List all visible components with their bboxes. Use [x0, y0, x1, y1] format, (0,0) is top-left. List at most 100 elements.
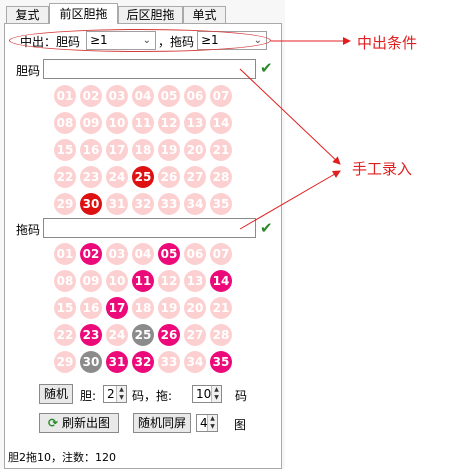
dan-ball-14[interactable]: 14 — [210, 112, 232, 134]
dan-ball-23[interactable]: 23 — [80, 166, 102, 188]
dan-ball-34[interactable]: 34 — [184, 193, 206, 215]
tuo-input[interactable] — [43, 218, 256, 238]
dan-ball-13[interactable]: 13 — [184, 112, 206, 134]
tuo-ball-10[interactable]: 10 — [106, 270, 128, 292]
dan-label: 胆码 — [16, 64, 41, 78]
random-button[interactable]: 随机 — [39, 384, 73, 404]
dan-ball-03[interactable]: 03 — [106, 85, 128, 107]
tuo-ball-15[interactable]: 15 — [54, 297, 76, 319]
dan-ball-22[interactable]: 22 — [54, 166, 76, 188]
tuo-ball-19[interactable]: 19 — [158, 297, 180, 319]
random-ma-label: 码 — [235, 389, 248, 403]
tuo-condition-select[interactable]: ≥1 ⌄ — [197, 31, 267, 50]
dan-ball-25[interactable]: 25 — [132, 166, 154, 188]
tuo-ball-29[interactable]: 29 — [54, 351, 76, 373]
dan-ball-15[interactable]: 15 — [54, 139, 76, 161]
dan-ball-16[interactable]: 16 — [80, 139, 102, 161]
dan-ball-11[interactable]: 11 — [132, 112, 154, 134]
dan-ball-31[interactable]: 31 — [106, 193, 128, 215]
dan-ball-30[interactable]: 30 — [80, 193, 102, 215]
random-same-screen-button[interactable]: 随机同屏 — [133, 413, 191, 433]
tuo-ball-17[interactable]: 17 — [106, 297, 128, 319]
dan-ball-02[interactable]: 02 — [80, 85, 102, 107]
dan-ball-28[interactable]: 28 — [210, 166, 232, 188]
stepper-arrows-icon[interactable]: ▲▼ — [211, 386, 221, 402]
tuo-ball-02[interactable]: 02 — [80, 243, 102, 265]
lottery-panel: 复式 前区胆拖 后区胆拖 单式 中出：胆码 ≥1 ⌄ ，拖码 ≥1 ⌄ 胆码 ✔… — [4, 3, 282, 469]
stepper-arrows-icon[interactable]: ▲▼ — [207, 415, 217, 431]
tuo-ball-26[interactable]: 26 — [158, 324, 180, 346]
dan-ball-12[interactable]: 12 — [158, 112, 180, 134]
tuo-ball-07[interactable]: 07 — [210, 243, 232, 265]
dan-ball-24[interactable]: 24 — [106, 166, 128, 188]
dan-ball-06[interactable]: 06 — [184, 85, 206, 107]
dan-condition-select[interactable]: ≥1 ⌄ — [86, 31, 156, 50]
screens-count-value: 4 — [200, 416, 208, 430]
tuo-ball-23[interactable]: 23 — [80, 324, 102, 346]
tuo-ball-03[interactable]: 03 — [106, 243, 128, 265]
tuo-ball-35[interactable]: 35 — [210, 351, 232, 373]
tuo-ball-34[interactable]: 34 — [184, 351, 206, 373]
condition-tuo-label: ，拖码 — [158, 35, 195, 49]
tuo-ball-21[interactable]: 21 — [210, 297, 232, 319]
tuo-ball-18[interactable]: 18 — [132, 297, 154, 319]
screens-count-stepper[interactable]: 4 ▲▼ — [196, 414, 218, 432]
tuo-ball-11[interactable]: 11 — [132, 270, 154, 292]
dan-ball-04[interactable]: 04 — [132, 85, 154, 107]
dan-confirm-check-icon[interactable]: ✔ — [260, 59, 273, 77]
tuo-ball-12[interactable]: 12 — [158, 270, 180, 292]
dan-ball-01[interactable]: 01 — [54, 85, 76, 107]
tuo-confirm-check-icon[interactable]: ✔ — [260, 219, 273, 237]
dan-ball-07[interactable]: 07 — [210, 85, 232, 107]
tuo-ball-24[interactable]: 24 — [106, 324, 128, 346]
dan-ball-19[interactable]: 19 — [158, 139, 180, 161]
tuo-ball-01[interactable]: 01 — [54, 243, 76, 265]
dan-count-stepper[interactable]: 2 ▲▼ — [103, 385, 127, 403]
dan-ball-26[interactable]: 26 — [158, 166, 180, 188]
tuo-ball-06[interactable]: 06 — [184, 243, 206, 265]
tuo-ball-33[interactable]: 33 — [158, 351, 180, 373]
dan-count-value: 2 — [107, 387, 115, 401]
dan-ball-10[interactable]: 10 — [106, 112, 128, 134]
dan-ball-33[interactable]: 33 — [158, 193, 180, 215]
dan-ball-20[interactable]: 20 — [184, 139, 206, 161]
manual-input-annotation: 手工录入 — [352, 160, 413, 178]
dan-ball-32[interactable]: 32 — [132, 193, 154, 215]
tuo-ball-05[interactable]: 05 — [158, 243, 180, 265]
tuo-ball-32[interactable]: 32 — [132, 351, 154, 373]
dan-ball-21[interactable]: 21 — [210, 139, 232, 161]
random-dan-label: 胆: — [80, 389, 97, 403]
dan-input[interactable] — [43, 59, 256, 79]
tuo-ball-13[interactable]: 13 — [184, 270, 206, 292]
dan-ball-35[interactable]: 35 — [210, 193, 232, 215]
dan-ball-09[interactable]: 09 — [80, 112, 102, 134]
dan-ball-29[interactable]: 29 — [54, 193, 76, 215]
dan-ball-18[interactable]: 18 — [132, 139, 154, 161]
tuo-ball-27[interactable]: 27 — [184, 324, 206, 346]
tuo-condition-value: ≥1 — [201, 33, 219, 47]
tuo-ball-14[interactable]: 14 — [210, 270, 232, 292]
tuo-ball-22[interactable]: 22 — [54, 324, 76, 346]
tuo-ball-28[interactable]: 28 — [210, 324, 232, 346]
tab-back-dantuo[interactable]: 后区胆拖 — [118, 6, 183, 23]
tuo-ball-25[interactable]: 25 — [132, 324, 154, 346]
tuo-ball-20[interactable]: 20 — [184, 297, 206, 319]
dan-ball-27[interactable]: 27 — [184, 166, 206, 188]
tuo-count-stepper[interactable]: 10 ▲▼ — [192, 385, 222, 403]
tab-front-dantuo[interactable]: 前区胆拖 — [49, 3, 118, 24]
tuo-ball-04[interactable]: 04 — [132, 243, 154, 265]
tuo-ball-08[interactable]: 08 — [54, 270, 76, 292]
dan-ball-08[interactable]: 08 — [54, 112, 76, 134]
tab-danshi[interactable]: 单式 — [183, 6, 226, 23]
dan-ball-17[interactable]: 17 — [106, 139, 128, 161]
refresh-chart-button[interactable]: ⟳ 刷新出图 — [39, 413, 119, 433]
dan-ball-05[interactable]: 05 — [158, 85, 180, 107]
stepper-arrows-icon[interactable]: ▲▼ — [116, 386, 126, 402]
tuo-ball-31[interactable]: 31 — [106, 351, 128, 373]
tab-label: 前区胆拖 — [59, 7, 108, 21]
tuo-ball-30[interactable]: 30 — [80, 351, 102, 373]
tab-fushi[interactable]: 复式 — [6, 6, 49, 23]
dan-condition-value: ≥1 — [90, 33, 108, 47]
tuo-ball-16[interactable]: 16 — [80, 297, 102, 319]
tuo-ball-09[interactable]: 09 — [80, 270, 102, 292]
